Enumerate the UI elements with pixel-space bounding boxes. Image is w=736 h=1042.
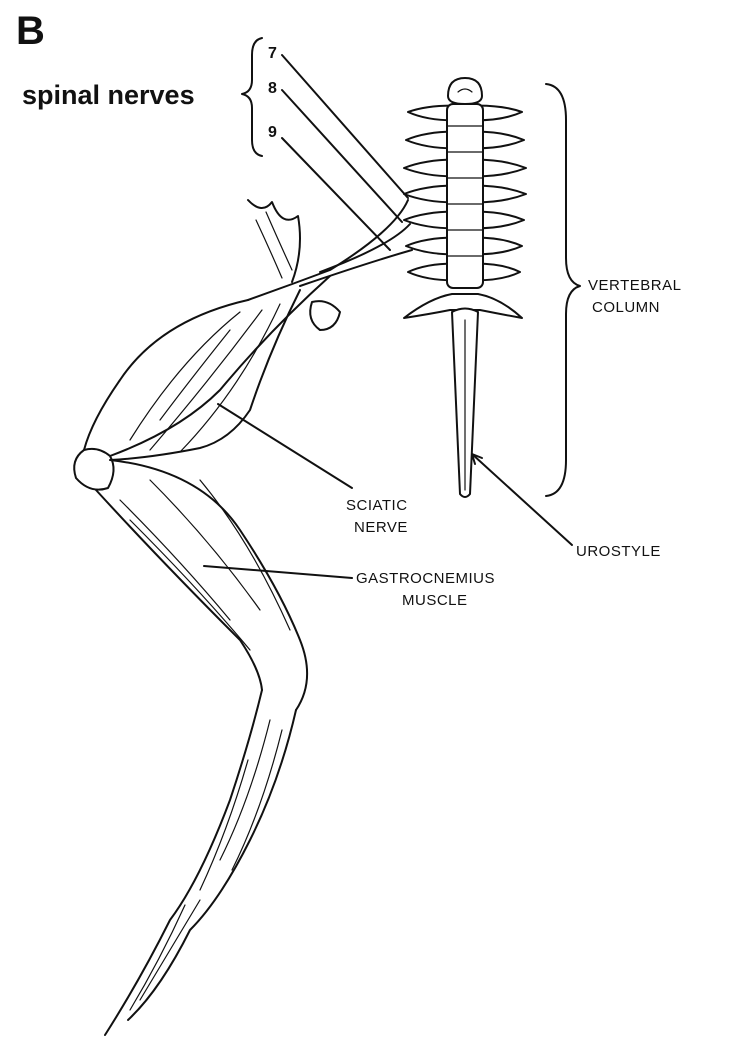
sciatic-label-line-2: NERVE xyxy=(354,519,408,536)
frog-leg-drawing xyxy=(74,200,412,1035)
sciatic-nerve-path xyxy=(110,276,330,456)
nerve-9-leader xyxy=(282,138,390,250)
urostyle-label: UROSTYLE xyxy=(576,543,661,560)
gastrocnemius-label-line-1: GASTROCNEMIUS xyxy=(356,570,495,587)
nerve-number-7: 7 xyxy=(268,45,277,62)
vertebral-label-line-1: VERTEBRAL xyxy=(588,277,681,294)
gastrocnemius-pointer xyxy=(204,566,352,578)
nerve-number-9: 9 xyxy=(268,124,277,141)
spinal-nerves-heading: spinal nerves xyxy=(22,80,195,110)
sciatic-nerve-pointer xyxy=(218,404,352,488)
nerve-number-8: 8 xyxy=(268,80,277,97)
urostyle-pointer xyxy=(472,454,572,545)
vertebral-column-drawing xyxy=(404,78,526,497)
sciatic-label-line-1: SCIATIC xyxy=(346,497,408,514)
gastrocnemius-label-line-2: MUSCLE xyxy=(402,592,468,609)
nerve-7-leader xyxy=(282,55,408,198)
panel-label: B xyxy=(16,9,45,53)
vertebral-column-brace xyxy=(546,84,580,496)
spinal-nerves-brace xyxy=(242,38,262,156)
vertebral-label-line-2: COLUMN xyxy=(592,299,660,316)
